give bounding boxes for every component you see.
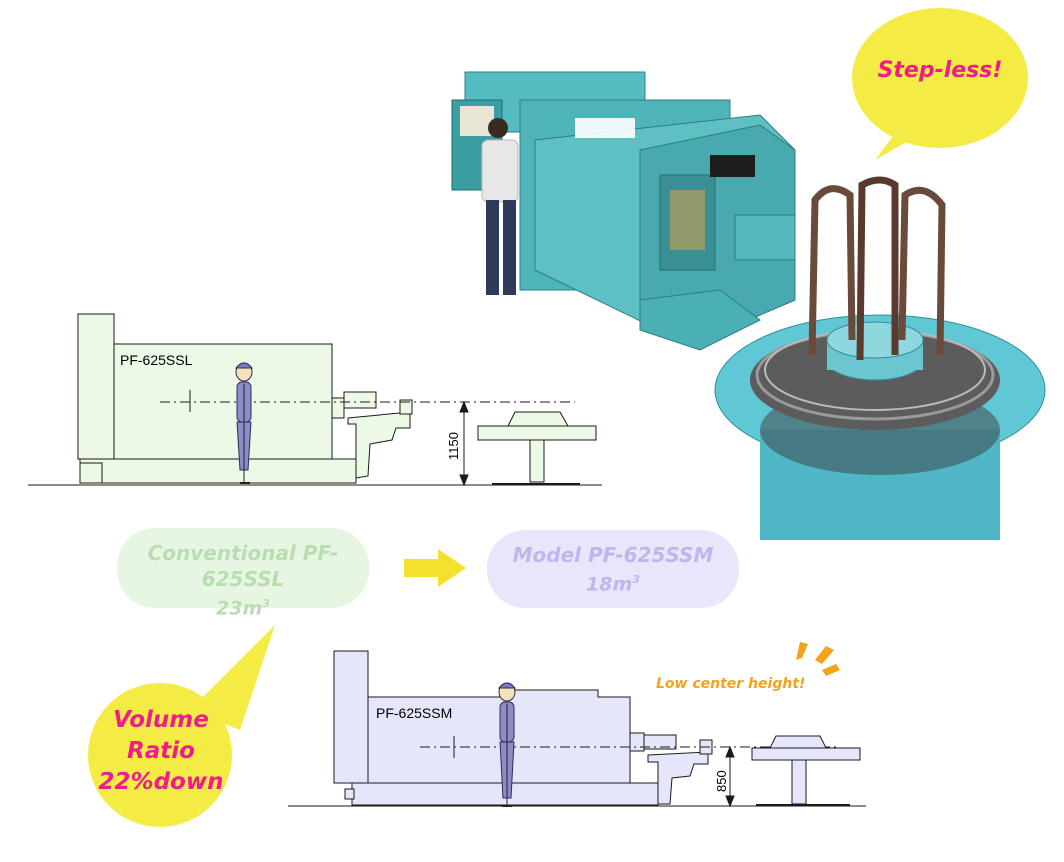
ssm-model-label: PF-625SSM	[376, 705, 453, 721]
conventional-volume-value: 23m	[216, 597, 263, 620]
ssl-operator-figure	[234, 362, 254, 484]
stepless-callout: Step-less!	[877, 58, 1003, 83]
comparison-arrow	[404, 549, 466, 587]
volume-ratio-callout: Volume Ratio 22%down	[96, 705, 226, 798]
ssm-center-height-dimension: 850	[714, 770, 729, 792]
low-center-height-callout: Low center height!	[656, 676, 806, 692]
ssl-side-view-diagram	[28, 313, 602, 487]
emphasis-burst-icon	[796, 642, 840, 676]
volume-ratio-line-1: Volume	[113, 707, 209, 733]
conventional-volume-pill: Conventional PF-625SSL 23m3	[117, 528, 369, 619]
new-model-volume-pill: Model PF-625SSM 18m3	[487, 530, 739, 608]
new-model-volume-unit-exponent: 3	[632, 573, 640, 586]
ssl-center-height-dimension: 1150	[446, 432, 461, 460]
volume-ratio-bubble	[88, 625, 275, 827]
new-model-pill-title: Model PF-625SSM	[512, 543, 714, 567]
volume-ratio-line-3: 22%down	[98, 769, 224, 795]
machine-photo	[451, 71, 1046, 540]
conventional-pill-title: Conventional PF-625SSL	[147, 541, 339, 591]
stepless-bubble	[852, 8, 1028, 160]
new-model-volume-value: 18m	[586, 573, 633, 596]
conventional-pill-volume: 23m3	[117, 592, 369, 620]
new-model-pill-volume: 18m3	[487, 568, 739, 596]
conventional-volume-unit-exponent: 3	[262, 597, 270, 610]
volume-ratio-line-2: Ratio	[127, 738, 195, 764]
ssl-model-label: PF-625SSL	[120, 352, 193, 368]
ssm-side-view-diagram	[288, 650, 866, 808]
ssm-operator-figure	[497, 682, 517, 807]
